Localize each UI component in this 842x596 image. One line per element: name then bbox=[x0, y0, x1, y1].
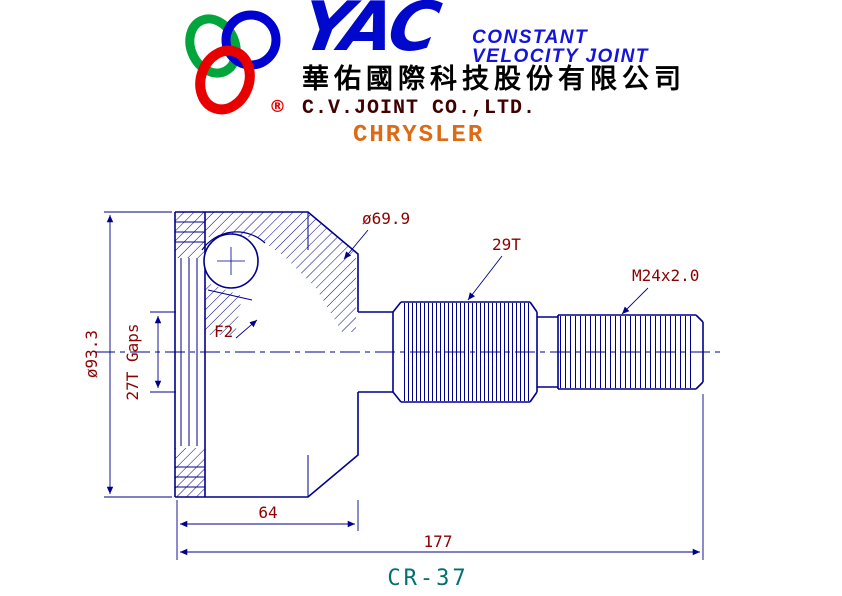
ring-green-icon bbox=[185, 14, 241, 78]
vehicle-make-title: CHRYSLER bbox=[353, 122, 485, 149]
spline-teeth-lines bbox=[402, 303, 529, 401]
registered-trademark-symbol: ® bbox=[269, 97, 286, 117]
dim-inner-spline: 27T Gaps bbox=[123, 323, 142, 400]
dimension-labels: ø69.9 29T M24x2.0 ø93.3 27T Gaps F2 64 1… bbox=[82, 209, 699, 591]
logo-rings: ® bbox=[183, 8, 295, 124]
company-name-english: C.V.JOINT CO.,LTD. bbox=[302, 97, 537, 120]
dimension-lines bbox=[104, 211, 704, 560]
tagline-line1: CONSTANT bbox=[472, 27, 589, 48]
part-number: CR-37 bbox=[387, 566, 468, 591]
thread-crest-lines bbox=[560, 316, 694, 388]
tagline-line2: VELOCITY JOINT bbox=[472, 46, 649, 67]
dim-spline-teeth: 29T bbox=[492, 235, 521, 254]
dim-thread-size: M24x2.0 bbox=[632, 266, 699, 285]
dim-outer-diameter: ø69.9 bbox=[362, 209, 410, 228]
company-name-chinese: 華佑國際科技股份有限公司 bbox=[302, 64, 686, 95]
dim-groove-code: F2 bbox=[214, 322, 233, 341]
dim-bell-diameter: ø93.3 bbox=[82, 330, 101, 378]
dim-total-length: 177 bbox=[424, 532, 453, 551]
dim-bell-length: 64 bbox=[258, 503, 277, 522]
cv-joint-outline bbox=[174, 211, 704, 498]
section-hatching bbox=[175, 212, 356, 497]
ring-red-icon bbox=[195, 45, 255, 115]
